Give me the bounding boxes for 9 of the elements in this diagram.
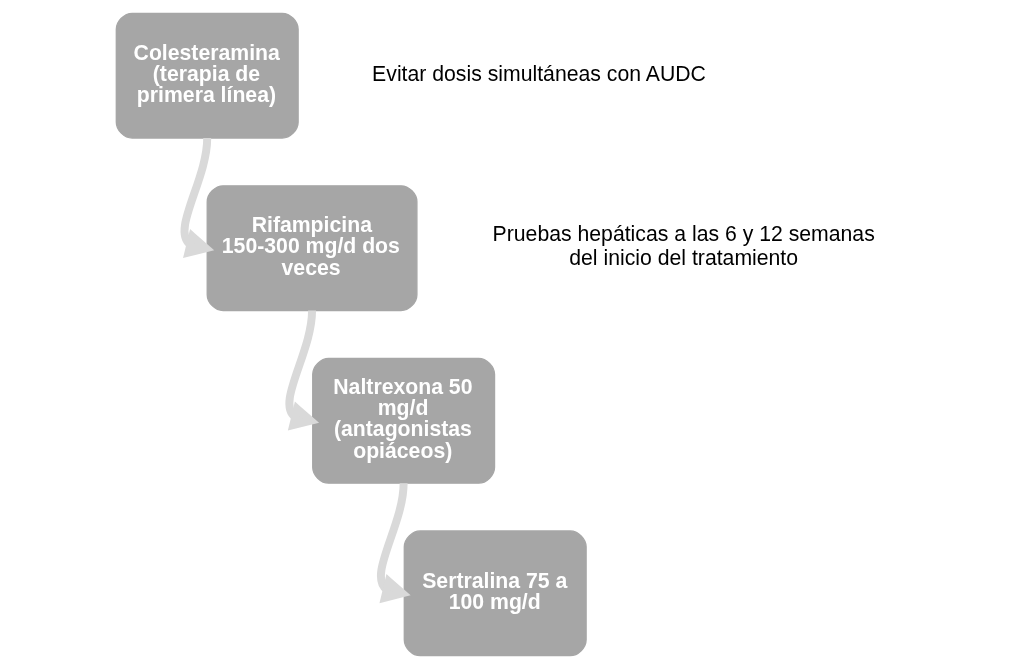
node-label: Pruebas hepáticas a las 6 y 12 semanas del inicio del tratamiento: [492, 222, 875, 270]
arrow: [377, 482, 411, 604]
node-box: Naltrexona 50 mg/d (antagonistas opiáceos): [312, 357, 496, 484]
node-label: Evitar dosis simultáneas con AUDC: [372, 61, 706, 85]
arrow: [180, 137, 215, 259]
node-box: Rifampicina 150-300 mg/d dos veces: [206, 185, 418, 312]
node-box: Colesteramina (terapia de primera línea): [115, 12, 299, 139]
node-box: Sertralina 75 a 100 mg/d: [403, 530, 587, 657]
arrow: [285, 310, 320, 431]
